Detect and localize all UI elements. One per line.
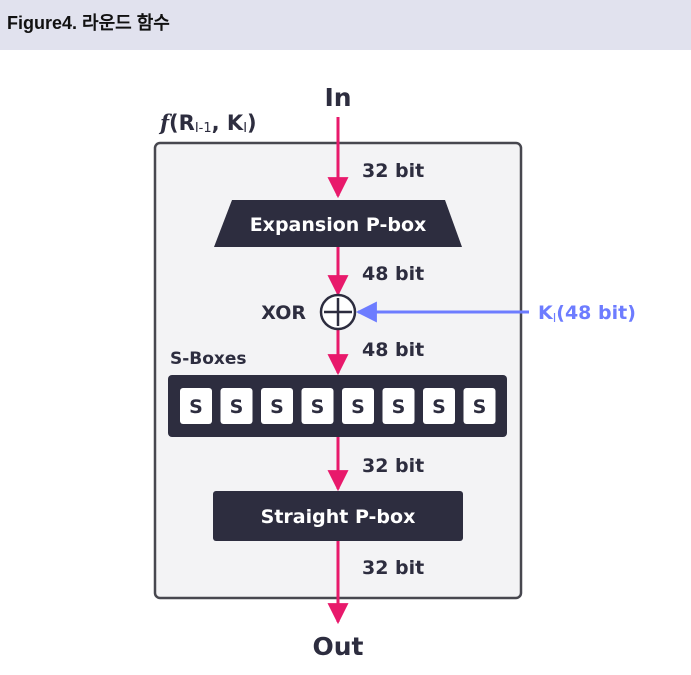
sbox-cell-box — [180, 388, 212, 424]
straight-pbox — [213, 491, 463, 541]
sbox-cell-letter: S — [311, 396, 325, 418]
sbox-cell: S — [342, 388, 374, 424]
function-args-sep: , K — [212, 111, 244, 135]
function-arg2-sub: I — [243, 121, 247, 136]
sbox-cell-letter: S — [230, 396, 244, 418]
straight-pbox-label: Straight P-box — [261, 506, 416, 528]
function-title: f(RI-1, KI) — [158, 110, 257, 136]
xor-symbol-icon — [319, 293, 357, 331]
bits-in-label: 32 bit — [362, 160, 424, 182]
expansion-pbox — [214, 200, 462, 247]
function-args-close: ) — [247, 111, 257, 135]
sbox-cell-box — [261, 388, 293, 424]
sbox-cell-box — [301, 388, 334, 424]
key-label-sub: I — [553, 311, 557, 325]
sbox-cell: S — [423, 388, 455, 424]
sbox-cell-box — [463, 388, 496, 424]
xor-label: XOR — [261, 302, 306, 324]
output-label: Out — [312, 632, 363, 661]
figure-caption: Figure4. 라운드 함수 — [7, 13, 170, 33]
sbox-cell-box — [423, 388, 455, 424]
sbox-cell: S — [382, 388, 415, 424]
sbox-cell: S — [301, 388, 334, 424]
bits-after-expansion-label: 48 bit — [362, 263, 424, 285]
sbox-cell-letter: S — [270, 396, 284, 418]
sbox-cell-box — [342, 388, 374, 424]
function-arg1-sub: I-1 — [195, 121, 212, 136]
key-label-bits: (48 bit) — [556, 302, 636, 324]
sbox-cell: S — [220, 388, 253, 424]
sbox-cell: S — [261, 388, 293, 424]
expansion-pbox-label: Expansion P-box — [250, 214, 427, 236]
sbox-cell-box — [382, 388, 415, 424]
sbox-cell-letter: S — [432, 396, 446, 418]
sbox-cell-box — [220, 388, 253, 424]
sbox-cell: S — [463, 388, 496, 424]
key-label-main: K — [538, 302, 554, 324]
bits-out-label: 32 bit — [362, 557, 424, 579]
function-args-open: (R — [169, 111, 195, 135]
sboxes-panel — [168, 375, 507, 437]
sbox-cell-letter: S — [473, 396, 487, 418]
input-label: In — [324, 83, 351, 112]
caption-bar: Figure4. 라운드 함수 — [0, 0, 691, 50]
sbox-cell-letter: S — [392, 396, 406, 418]
sboxes-label: S-Boxes — [170, 349, 247, 369]
bits-after-xor-label: 48 bit — [362, 339, 424, 361]
sbox-cell-letter: S — [189, 396, 203, 418]
key-label: KI(48 bit) — [538, 302, 636, 325]
bits-after-sboxes-label: 32 bit — [362, 455, 424, 477]
sbox-cell-letter: S — [351, 396, 365, 418]
sbox-cell: S — [180, 388, 212, 424]
